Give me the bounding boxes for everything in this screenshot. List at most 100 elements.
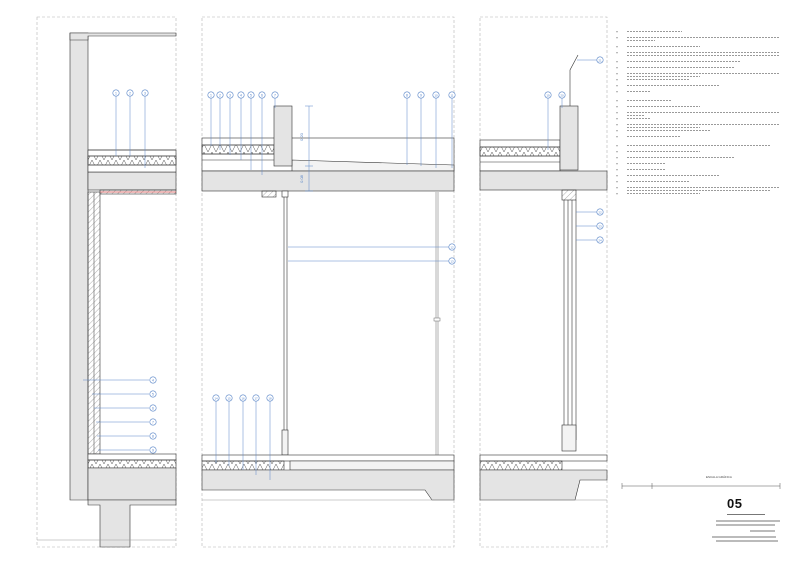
section-2-drawing (201, 95, 455, 501)
foundation (87, 499, 177, 548)
floor-slab (201, 469, 455, 501)
panel-frame-3 (479, 16, 608, 548)
scale-label: ESCALA GRÁFICA (706, 475, 732, 479)
floor-heating-layer (479, 460, 563, 471)
callout-24: 24 (596, 236, 604, 244)
callout-3: 3 (141, 89, 149, 97)
callout-8: 8 (149, 432, 157, 440)
svg-text:18: 18 (268, 396, 272, 400)
svg-text:9: 9 (152, 448, 154, 452)
svg-text:7: 7 (274, 93, 276, 97)
roof-slab (479, 170, 608, 191)
callout-2: 2 (216, 91, 224, 99)
panel-frames (36, 16, 608, 548)
window-header (261, 190, 277, 198)
svg-text:10: 10 (434, 93, 438, 97)
glazing (561, 200, 577, 452)
callout-22: 22 (596, 208, 604, 216)
svg-text:4: 4 (240, 93, 242, 97)
callout-21: 21 (596, 56, 604, 64)
svg-text:9: 9 (420, 93, 422, 97)
svg-text:6: 6 (152, 406, 154, 410)
svg-text:21: 21 (598, 58, 602, 62)
floor-slab (479, 469, 608, 501)
callout-4: 4 (149, 376, 157, 384)
section-3-callouts: 19 20 21 22 23 24 (544, 56, 604, 244)
callout-18: 18 (266, 394, 274, 402)
callout-9: 9 (149, 446, 157, 454)
parapet (559, 105, 579, 171)
svg-text:2: 2 (219, 93, 221, 97)
curtain (433, 192, 441, 455)
svg-text:12: 12 (450, 245, 454, 249)
callout-3: 3 (226, 91, 234, 99)
callout-12: 12 (448, 243, 456, 251)
parapet (273, 105, 293, 167)
svg-text:8: 8 (152, 434, 154, 438)
window-head-frame (281, 190, 289, 198)
svg-text:1: 1 (210, 93, 212, 97)
dimension-label-parapet: 0.20 (299, 132, 304, 141)
svg-text:4: 4 (152, 378, 154, 382)
window-head-frame (561, 189, 577, 201)
balcony-floor (289, 460, 455, 471)
parapet (69, 32, 177, 41)
callout-16: 16 (239, 394, 247, 402)
upper-slab (87, 171, 177, 191)
svg-text:11: 11 (450, 93, 453, 97)
callout-1: 1 (207, 91, 215, 99)
roof-insulation (201, 144, 275, 155)
svg-text:24: 24 (598, 238, 602, 242)
callout-6: 6 (258, 91, 266, 99)
section-3-drawing (479, 54, 608, 501)
scale-bar (621, 483, 781, 489)
svg-text:6: 6 (261, 93, 263, 97)
svg-text:13: 13 (450, 259, 454, 263)
sheet-number: 05 (727, 496, 743, 511)
dimension-labels: 0.20 0.08 (299, 132, 304, 183)
panel-frame-1 (36, 16, 177, 548)
callout-4: 4 (237, 91, 245, 99)
floor-heating-layer (87, 459, 177, 469)
callout-7: 7 (271, 91, 279, 99)
callout-23: 23 (596, 222, 604, 230)
svg-text:5: 5 (250, 93, 252, 97)
svg-text:17: 17 (254, 396, 258, 400)
svg-text:15: 15 (227, 396, 231, 400)
callout-8: 8 (403, 91, 411, 99)
callout-9: 9 (417, 91, 425, 99)
callout-5: 5 (149, 390, 157, 398)
roof-insulation (87, 155, 177, 166)
svg-text:14: 14 (214, 396, 218, 400)
svg-text:3: 3 (229, 93, 231, 97)
callout-2: 2 (126, 89, 134, 97)
callout-15: 15 (225, 394, 233, 402)
callout-14: 14 (212, 394, 220, 402)
callout-17: 17 (252, 394, 260, 402)
note-markers (616, 31, 618, 195)
dimension-line (305, 105, 313, 192)
callout-11: 11 (448, 91, 456, 99)
callout-10: 10 (432, 91, 440, 99)
dimension-label-slab: 0.08 (299, 174, 304, 183)
callout-19: 19 (544, 91, 552, 99)
callout-6: 6 (149, 404, 157, 412)
svg-text:5: 5 (152, 392, 154, 396)
panel-frame-2 (201, 16, 455, 548)
svg-text:20: 20 (560, 93, 564, 97)
svg-text:19: 19 (546, 93, 550, 97)
callout-1: 1 (112, 89, 120, 97)
section-2-callouts: 1 2 3 4 5 6 7 8 9 10 11 12 13 14 15 16 1… (207, 91, 456, 402)
callout-5: 5 (247, 91, 255, 99)
svg-text:7: 7 (152, 420, 154, 424)
concrete-wall (69, 32, 89, 501)
section-1-drawing (37, 32, 177, 548)
glazing (281, 197, 289, 456)
svg-text:2: 2 (129, 91, 131, 95)
section-1-callouts: 1 2 3 4 5 6 7 8 9 (112, 89, 157, 454)
svg-text:16: 16 (241, 396, 245, 400)
floor-finish (87, 453, 177, 461)
callout-13: 13 (448, 257, 456, 265)
floor-finish (201, 454, 455, 462)
